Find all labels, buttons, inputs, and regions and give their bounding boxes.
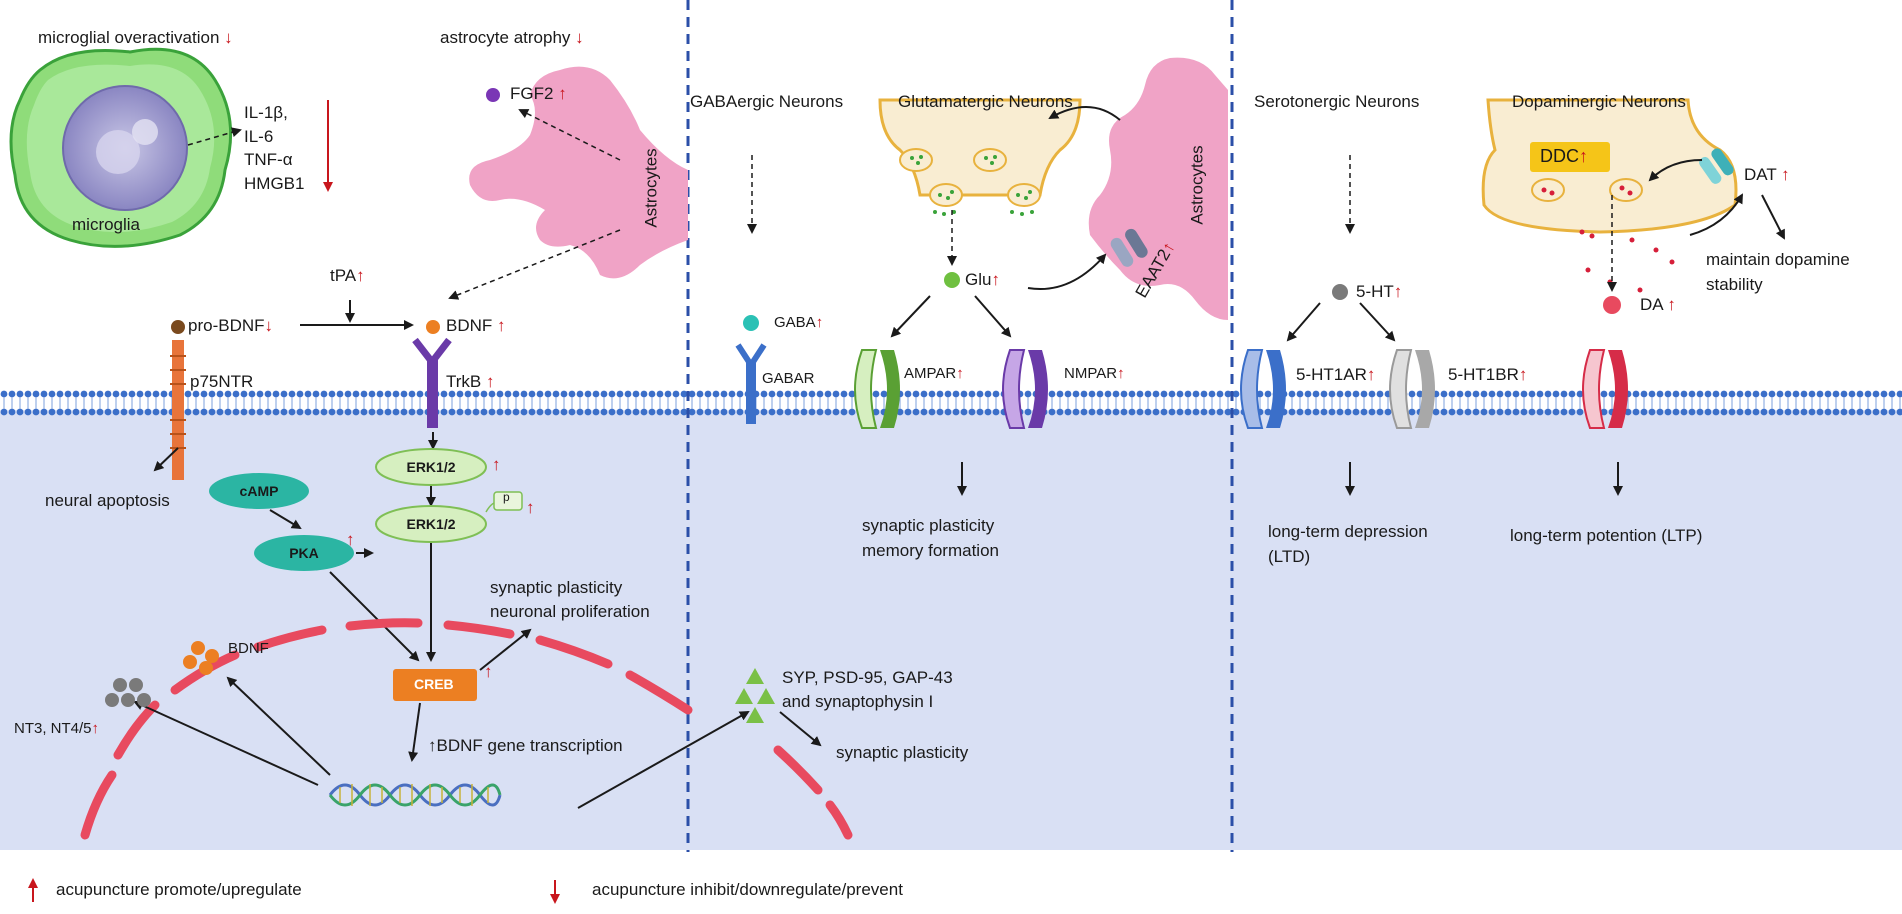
- syp-2: and synaptophysin I: [782, 692, 934, 711]
- maintain-2: stability: [1706, 275, 1763, 294]
- fgf2-dot: [486, 88, 500, 102]
- bdnf-dot: [426, 320, 440, 334]
- bdnf-cluster: [183, 641, 219, 675]
- p-box: [493, 491, 523, 511]
- erk-oval-2: [375, 505, 487, 543]
- nt-dots: [105, 678, 151, 707]
- maintain-1: maintain dopamine: [1706, 250, 1850, 269]
- camp-oval: [209, 473, 309, 509]
- glutamatergic-terminal: [878, 98, 1082, 197]
- glu-label: Glu↑: [965, 270, 1000, 289]
- erk2-text: ERK1/2: [406, 516, 456, 532]
- p75ntr-receptor: [172, 340, 184, 480]
- gaba-neurons-label: GABAergic Neurons: [690, 92, 844, 111]
- microglial-label: microglial overactivation ↓: [38, 28, 233, 47]
- synaptic-prolif-1: synaptic plasticity: [490, 578, 623, 597]
- ddc-label: DDC↑: [1540, 146, 1588, 166]
- trkb-label: TrkB ↑: [446, 372, 495, 391]
- ampar-label: AMPAR↑: [904, 365, 964, 382]
- cytokine-4: HMGB1: [244, 174, 305, 193]
- creb-text: CREB: [414, 676, 454, 692]
- creb-up: ↑: [484, 662, 493, 681]
- ht1br-label: 5-HT1BR↑: [1448, 365, 1528, 384]
- gabar-label: GABAR: [762, 370, 815, 387]
- nmpar-receptor: [1002, 349, 1048, 429]
- erk1-up: ↑: [492, 455, 501, 474]
- outcome-2: memory formation: [862, 541, 999, 560]
- ht-label: 5-HT↑: [1356, 282, 1403, 301]
- ht1ar-label: 5-HT1AR↑: [1296, 365, 1376, 384]
- erk1-text: ERK1/2: [406, 459, 456, 475]
- bdnf-label: BDNF ↑: [446, 316, 506, 335]
- legend-up-label: acupuncture promote/upregulate: [56, 880, 302, 899]
- cytokine-1: IL-1β,: [244, 103, 288, 122]
- pro-bdnf-label: pro-BDNF↓: [188, 316, 274, 335]
- nuclear-envelope: [80, 618, 853, 840]
- astrocytes-label-middle: Astrocytes: [1187, 145, 1207, 225]
- cytokine-3: TNF-α: [244, 150, 293, 169]
- astrocytes-label-left: Astrocytes: [641, 148, 661, 228]
- syn-plasticity-label: synaptic plasticity: [836, 743, 969, 762]
- dat-label: DAT ↑: [1744, 165, 1790, 184]
- legend-down-label: acupuncture inhibit/downregulate/prevent: [592, 880, 903, 899]
- ht1br-receptor: [1389, 349, 1435, 429]
- nmpar-label: NMPAR↑: [1064, 365, 1125, 382]
- astrocyte-atrophy-label: astrocyte atrophy ↓: [440, 28, 584, 47]
- synaptic-prolif-2: neuronal proliferation: [490, 602, 650, 621]
- outcome-1: synaptic plasticity: [862, 516, 995, 535]
- microglia-label: microglia: [72, 215, 141, 234]
- erk-oval-1: [375, 448, 487, 486]
- camp-text: cAMP: [239, 483, 279, 499]
- p-label: p: [503, 490, 510, 504]
- creb-box: [393, 669, 477, 701]
- ltp-label: long-term potention (LTP): [1510, 526, 1703, 545]
- p-up: ↑: [526, 498, 535, 517]
- da-label: DA ↑: [1640, 295, 1676, 314]
- gaba-label: GABA↑: [774, 314, 824, 331]
- glu-neurons-label: Glutamatergic Neurons: [898, 92, 1073, 111]
- ddc-box: [1530, 142, 1610, 172]
- p75ntr-label: p75NTR: [190, 372, 254, 391]
- ltd-2: (LTD): [1268, 547, 1311, 566]
- fgf2-label: FGF2 ↑: [510, 84, 567, 103]
- dopamine-receptor: [1582, 349, 1628, 429]
- gene-transcription-label: ↑BDNF gene transcription: [428, 736, 623, 755]
- sero-neurons-label: Serotonergic Neurons: [1254, 92, 1420, 111]
- cytokine-2: IL-6: [244, 127, 274, 146]
- dopa-neurons-label: Dopaminergic Neurons: [1512, 92, 1686, 111]
- neural-apoptosis-label: neural apoptosis: [45, 491, 170, 510]
- syp-triangles: [735, 668, 775, 723]
- glu-dot: [944, 272, 960, 288]
- dat-transporter: [1699, 148, 1734, 184]
- gaba-dot: [743, 315, 759, 331]
- bdnf-nuc-label: BDNF: [228, 640, 269, 657]
- nt-label: NT3, NT4/5↑: [14, 720, 100, 737]
- pka-text: PKA: [289, 545, 319, 561]
- pka-up: ↑: [346, 530, 355, 549]
- syp-1: SYP, PSD-95, GAP-43: [782, 668, 953, 687]
- pro-bdnf-dot: [171, 320, 185, 334]
- ht-dot: [1332, 284, 1348, 300]
- dna-helix: [328, 783, 502, 807]
- ampar-receptor: [854, 349, 900, 429]
- ht1ar-receptor: [1240, 349, 1286, 429]
- microglia-cell: [9, 47, 233, 248]
- pka-oval: [254, 535, 354, 571]
- eaat2-transporter: [1110, 228, 1148, 267]
- ltd-1: long-term depression: [1268, 522, 1428, 541]
- da-dot: [1603, 296, 1621, 314]
- astrocyte-shape-left: [469, 66, 688, 279]
- tpa-label: tPA↑: [330, 266, 365, 285]
- trkb-receptor: [412, 337, 452, 428]
